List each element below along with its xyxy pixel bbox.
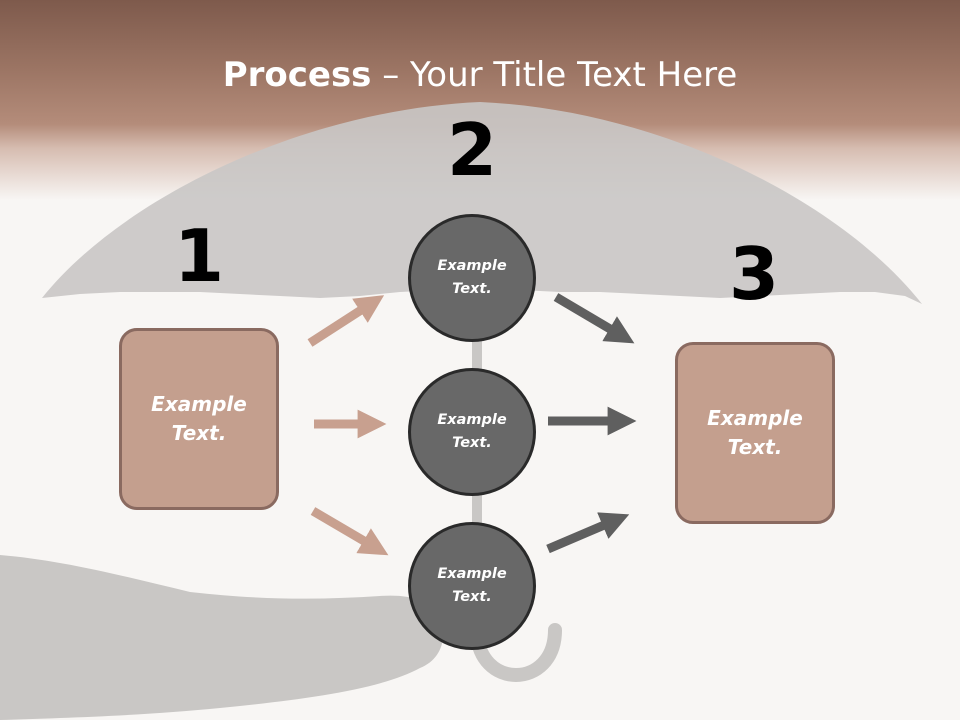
step-3-box: Example Text. xyxy=(675,342,835,524)
step-1-box: Example Text. xyxy=(119,328,279,510)
step-number-1: 1 xyxy=(173,214,225,298)
step-number-3: 3 xyxy=(728,232,780,316)
umbrella-canopy xyxy=(42,102,922,304)
step-3-label: Example Text. xyxy=(707,406,803,459)
slide-title: Process – Your Title Text Here xyxy=(0,52,960,98)
arrow-left-up-icon xyxy=(307,295,385,347)
circle-top: Example Text. xyxy=(408,214,536,342)
circle-top-label: Example Text. xyxy=(437,258,507,297)
step-1-label: Example Text. xyxy=(151,392,247,445)
circle-bottom: Example Text. xyxy=(408,522,536,650)
arrow-left-down-icon xyxy=(310,507,389,556)
arrow-right-up-icon xyxy=(546,512,630,554)
circle-middle-label: Example Text. xyxy=(437,412,507,451)
circle-middle: Example Text. xyxy=(408,368,536,496)
circle-bottom-label: Example Text. xyxy=(437,566,507,605)
title-rest: – Your Title Text Here xyxy=(371,55,738,95)
step-number-2: 2 xyxy=(446,108,498,192)
hand-silhouette xyxy=(0,555,444,720)
title-bold: Process xyxy=(222,55,372,95)
arrow-right-down-icon xyxy=(553,293,635,344)
